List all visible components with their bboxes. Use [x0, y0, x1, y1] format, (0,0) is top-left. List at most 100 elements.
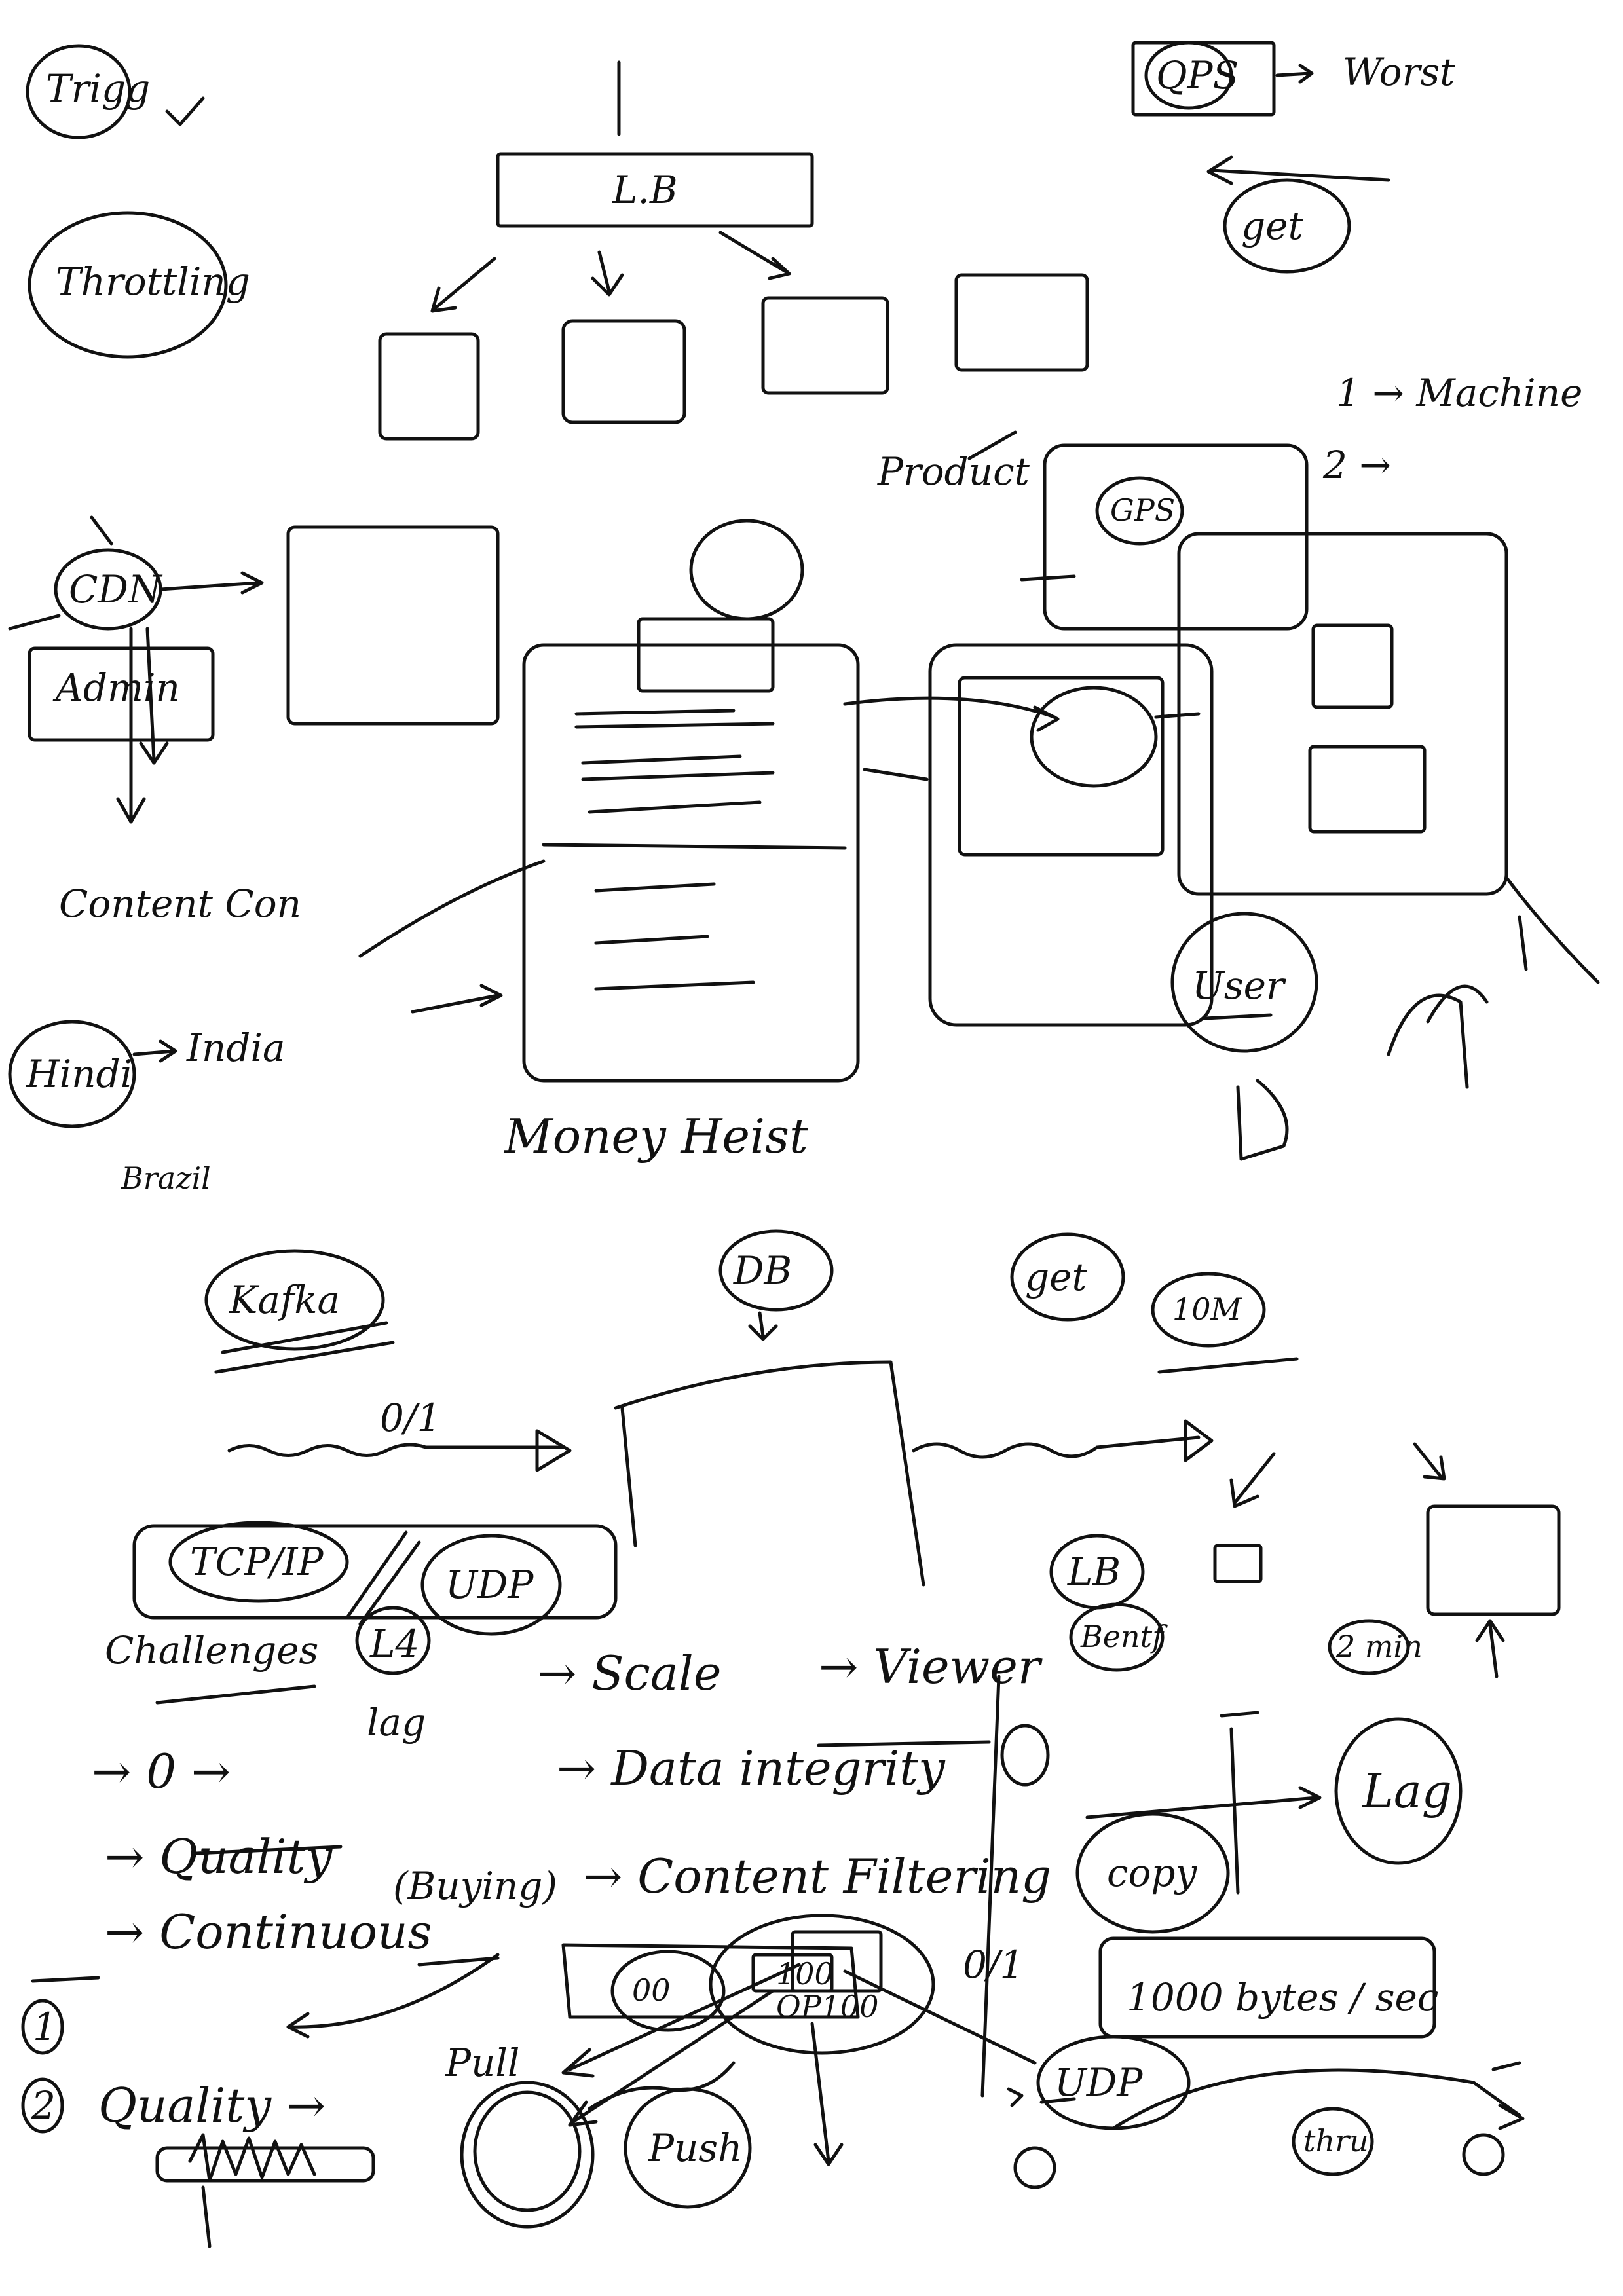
kafka-underline	[214, 1321, 395, 1374]
udp-node-right	[1462, 2133, 1505, 2176]
trigger-circle	[26, 44, 132, 139]
num-two-circle	[21, 2077, 64, 2134]
bentf-label: Bentf	[1080, 1619, 1168, 1654]
challenges-underline	[155, 1684, 316, 1705]
viewer-divider	[980, 1675, 1001, 2098]
db-frame	[614, 1360, 925, 1587]
phone-line-2	[581, 754, 775, 781]
brazil-label: Brazil	[121, 1160, 211, 1196]
cluster-big-circle	[709, 1914, 935, 2055]
user-circle	[1170, 912, 1318, 1053]
udp-circle	[420, 1534, 562, 1636]
zero-zero-label: 00	[632, 1972, 671, 2008]
server-box-4	[954, 273, 1089, 372]
product-label: Product	[877, 449, 1030, 494]
phone-side-arrow	[411, 984, 503, 1014]
server-box-1	[378, 332, 480, 441]
thru-tick	[1491, 2061, 1521, 2071]
udp-feed-arrow	[843, 1969, 1037, 2065]
push-wave	[588, 2061, 736, 2111]
zero-one-top-label: 0/1	[380, 1396, 441, 1440]
map-frame	[1177, 532, 1508, 896]
quality-struck-label: → Quality	[105, 1829, 333, 1884]
scribble-tail	[201, 2185, 212, 2248]
zero-one-mid-label: 0/1	[963, 1942, 1024, 1987]
stream-wave-left	[227, 1429, 572, 1472]
small-server-box	[1213, 1544, 1263, 1583]
copy-label: copy	[1107, 1851, 1198, 1895]
pull-arrow2	[568, 1989, 775, 2127]
map-box-1	[1311, 623, 1394, 709]
trigger-label: Trigg	[46, 66, 150, 111]
user-label: User	[1192, 963, 1286, 1008]
udp-bottom-label: UDP	[1054, 2060, 1143, 2105]
throttling-label: Throttling	[56, 259, 250, 304]
ten-m-underline	[1157, 1357, 1299, 1374]
cdn-arrow-down	[116, 627, 146, 824]
op100-label: OP100	[776, 1989, 878, 2024]
kafka-circle	[204, 1249, 385, 1351]
cdn-target-box	[286, 525, 500, 726]
tablet-frame	[928, 643, 1214, 1027]
lag-small-label: lag	[367, 1700, 426, 1745]
gps-label: GPS	[1110, 492, 1175, 528]
server-box-2	[561, 319, 686, 424]
num-one-circle	[21, 1999, 64, 2055]
cdn-label: CDN	[69, 567, 163, 612]
lb-arrow-2	[591, 250, 624, 297]
arch-5	[1518, 915, 1528, 971]
num-one-label: 1	[33, 2005, 57, 2049]
udp-bracket	[1007, 2087, 1076, 2107]
qps-label: QPS	[1156, 53, 1239, 98]
tcp-strike	[345, 1530, 421, 1626]
phone-line-1	[574, 709, 775, 729]
phone-line-5	[594, 935, 709, 945]
udp-label: UDP	[445, 1563, 534, 1607]
two-label: 2 →	[1322, 443, 1391, 487]
udp-node-left	[1013, 2146, 1056, 2189]
avatar-body-box	[637, 617, 775, 693]
scribble-fill	[188, 2133, 316, 2183]
avatar-circle	[689, 519, 804, 621]
one-machine-label: 1 → Machine	[1336, 371, 1582, 415]
small-zero-circle	[1000, 1724, 1050, 1787]
continuous-label: → Continuous	[105, 1904, 432, 1959]
worst-label: Worst	[1343, 50, 1455, 94]
data-integrity-label: → Data integrity	[557, 1741, 946, 1796]
num-two-label: 2	[31, 2083, 56, 2128]
pull-circle	[460, 2081, 595, 2229]
pull-inner-circle	[473, 2090, 582, 2212]
scribble-box	[155, 2146, 375, 2183]
gps-circle	[1095, 476, 1184, 546]
phone-line-3	[588, 800, 762, 814]
feed-line	[31, 1956, 500, 1983]
ten-m-circle	[1151, 1272, 1266, 1348]
push-label: Push	[648, 2126, 743, 2170]
scale-label: → Scale	[537, 1646, 721, 1701]
cluster-rect	[561, 1943, 860, 2019]
cdn-arrow-down2	[139, 627, 169, 765]
phone-curve	[358, 859, 546, 958]
pull-arrow	[561, 1963, 801, 2078]
video-box	[958, 676, 1165, 857]
up-arrow	[1475, 1619, 1505, 1678]
lb-arrow-1	[430, 257, 496, 313]
quality-strike	[195, 1845, 343, 1855]
throttling-circle	[28, 211, 228, 359]
arch-3	[1236, 1079, 1289, 1161]
hindi-circle	[8, 1020, 136, 1128]
lb-top-label: L.B	[612, 168, 678, 212]
l4-circle	[355, 1606, 431, 1675]
zero-arrow-label: → 0 →	[92, 1744, 231, 1799]
buffer-inner	[791, 1930, 883, 1993]
ten-m-label: 10M	[1172, 1291, 1243, 1327]
content-filtering-label: → Content Filtering	[583, 1849, 1051, 1904]
phone-line-6	[594, 980, 755, 991]
get-top-circle	[1223, 178, 1351, 274]
db-arrow	[748, 1311, 778, 1341]
db-label: DB	[733, 1248, 792, 1293]
content-con-label: Content Con	[59, 881, 301, 926]
stream-arrow-down2	[1413, 1442, 1446, 1481]
